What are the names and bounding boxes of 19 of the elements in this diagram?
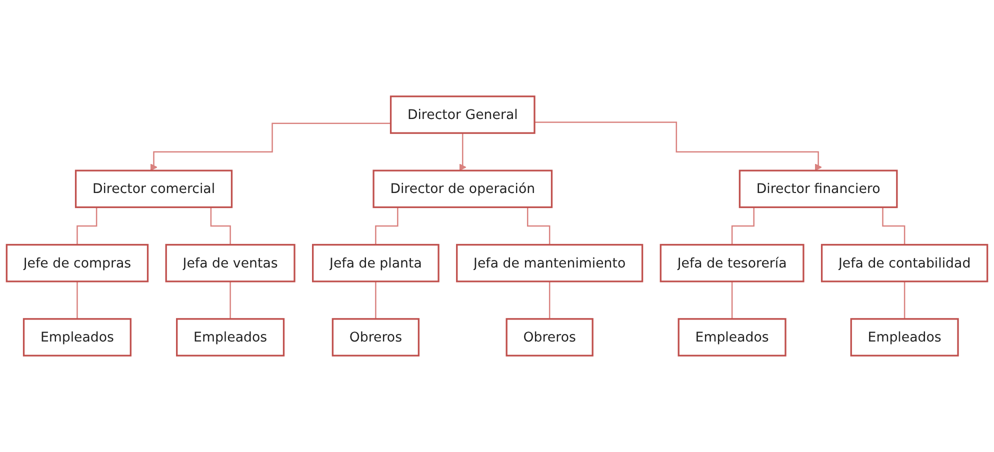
node-box: Empleados xyxy=(850,318,959,356)
node-box: Director General xyxy=(390,96,536,134)
connector xyxy=(548,280,550,320)
connector xyxy=(904,280,906,320)
node-box: Director de operación xyxy=(372,170,553,208)
node-box: Director comercial xyxy=(74,170,233,208)
node-box: Obreros xyxy=(332,318,420,356)
node-box: Obreros xyxy=(506,318,594,356)
connector xyxy=(230,280,231,320)
arrow xyxy=(534,122,822,171)
arrow xyxy=(150,122,391,171)
connector xyxy=(731,280,733,320)
connector xyxy=(76,280,78,320)
arrow xyxy=(458,132,466,171)
node-box: Empleados xyxy=(22,318,132,356)
node-box: Empleados xyxy=(176,318,285,356)
node-box: Empleados xyxy=(678,318,786,356)
connector xyxy=(375,280,376,320)
node-box: Director financiero xyxy=(738,170,898,208)
